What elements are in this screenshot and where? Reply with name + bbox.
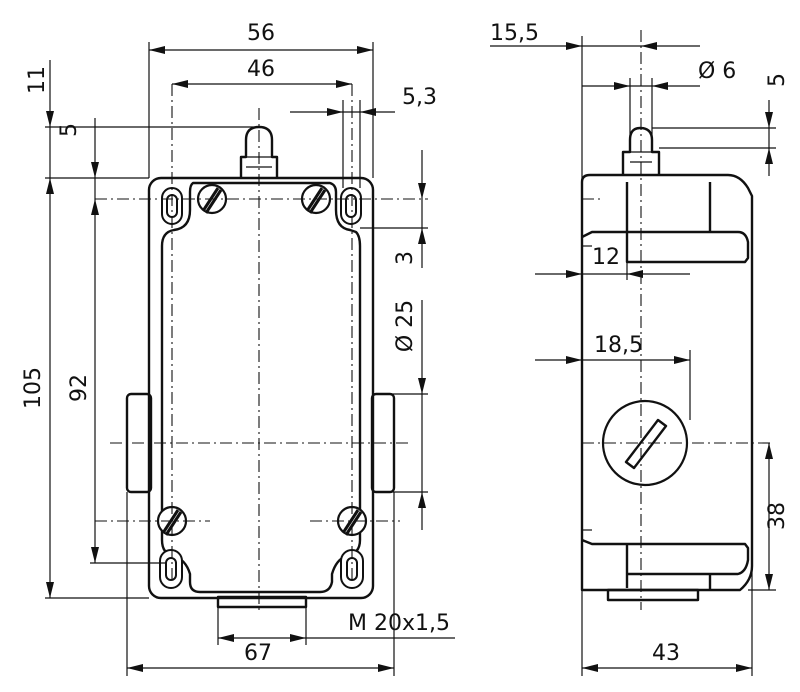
dim-18-5: 18,5 [594, 333, 643, 358]
dim-thread: M 20x1,5 [348, 611, 450, 636]
side-view: 15,5 Ø 6 5 12 18,5 38 43 [490, 21, 790, 676]
dim-38: 38 [765, 502, 790, 530]
side-foot [606, 588, 700, 602]
dim-12: 12 [592, 245, 620, 270]
dim-105: 105 [21, 367, 46, 409]
dim-43: 43 [652, 641, 680, 666]
dim-5-side: 5 [765, 73, 790, 87]
side-housing [580, 173, 754, 592]
dim-3: 3 [393, 251, 418, 265]
dim-46: 46 [247, 57, 275, 82]
dim-67: 67 [244, 641, 272, 666]
dim-15-5: 15,5 [490, 21, 539, 46]
dim-5-front: 5 [57, 123, 82, 137]
dim-dia-25: Ø 25 [393, 300, 418, 352]
dim-11: 11 [25, 66, 50, 94]
dim-92: 92 [67, 374, 92, 402]
dim-56: 56 [247, 21, 275, 46]
dim-dia-6: Ø 6 [698, 59, 736, 84]
housing-body [147, 176, 375, 600]
side-knob [601, 399, 689, 487]
side-inner-profile [581, 182, 750, 264]
lid-outline [160, 181, 362, 594]
front-view: 56 46 5,3 11 5 105 92 3 Ø 25 67 M 20x1,5 [21, 21, 455, 676]
dim-5-3: 5,3 [402, 85, 437, 110]
